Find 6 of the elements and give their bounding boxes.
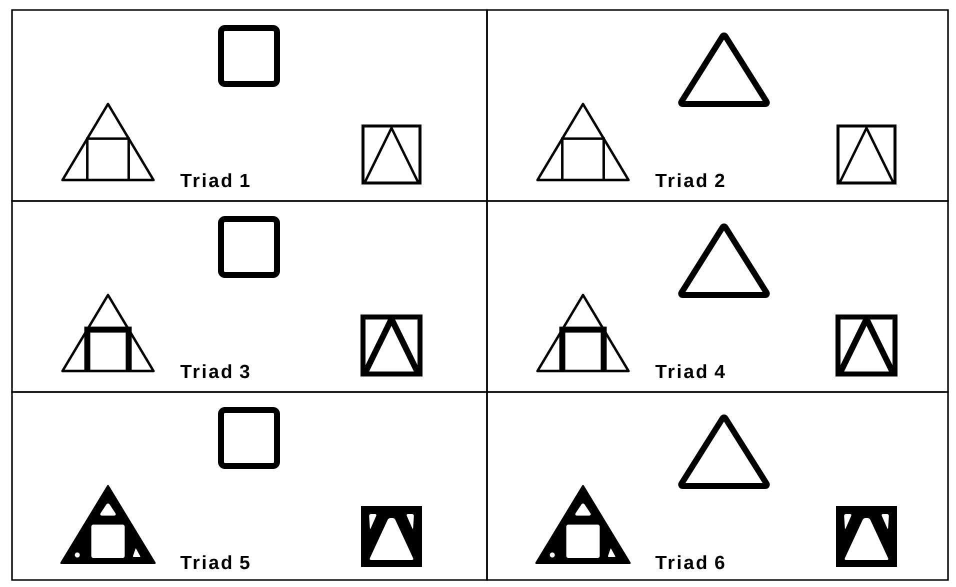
panel: Triad 4 (486, 200, 949, 393)
panel: Triad 1 (11, 9, 488, 202)
panel: Triad 5 (11, 391, 488, 581)
panel: Triad 6 (486, 391, 949, 581)
panel: Triad 2 (486, 9, 949, 202)
panel: Triad 3 (11, 200, 488, 393)
